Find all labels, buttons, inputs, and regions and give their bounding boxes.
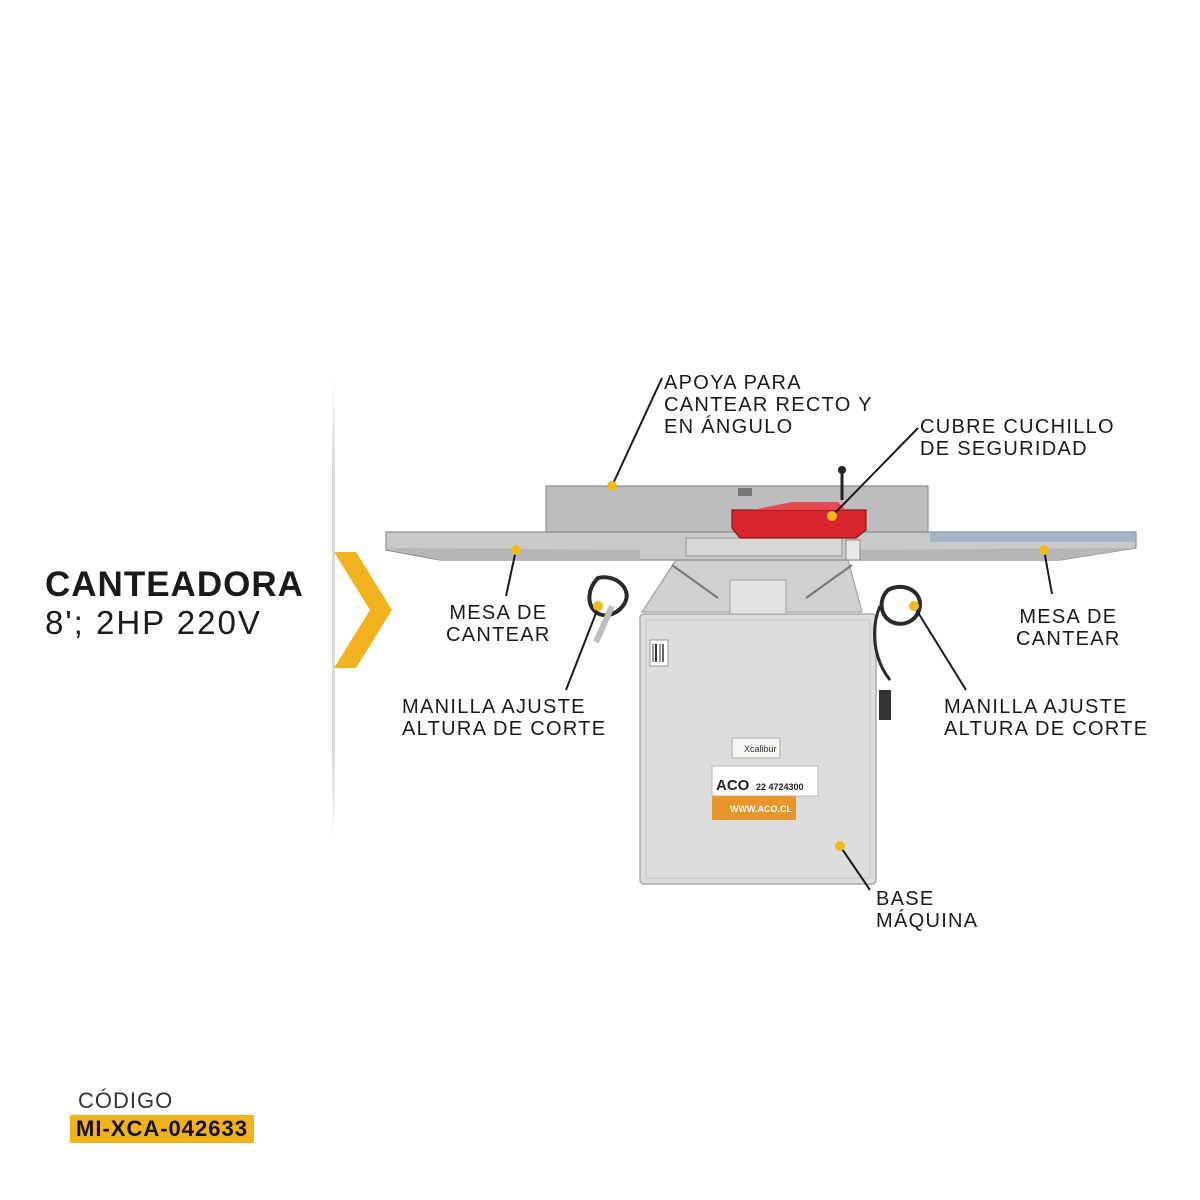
callout-handle-left: MANILLA AJUSTE ALTURA DE CORTE <box>402 696 607 740</box>
dealer-website-text: WWW.ACO.CL <box>730 804 792 814</box>
dealer-phone-text: 22 4724300 <box>756 782 804 792</box>
brand-sticker <box>731 737 781 759</box>
callout-dot-icon <box>909 601 919 611</box>
barcode-sticker-icon <box>649 639 669 667</box>
blade-guard <box>731 509 867 539</box>
callout-dot-icon <box>607 481 617 491</box>
product-title: CANTEADORA <box>45 565 304 604</box>
jointer-machine <box>385 466 1137 885</box>
callout-dot-icon <box>1039 545 1049 555</box>
left-height-handle <box>587 575 629 644</box>
callout-fence: APOYA PARA CANTEAR RECTO Y EN ÁNGULO <box>664 372 873 438</box>
callout-leaders <box>505 377 1053 891</box>
callout-dot-icon <box>835 841 845 851</box>
brand-sticker-text: Xcalibur <box>744 744 777 754</box>
callout-dots <box>511 481 1049 851</box>
code-label: CÓDIGO <box>78 1088 174 1113</box>
callout-base: BASE MÁQUINA <box>876 888 979 932</box>
code-value: MI-XCA-042633 <box>70 1115 254 1143</box>
callout-dot-icon <box>827 511 837 521</box>
callout-dot-icon <box>511 545 521 555</box>
callout-table-left: MESA DE CANTEAR <box>446 602 551 646</box>
callout-dot-icon <box>593 601 603 611</box>
chevron-right-icon <box>334 552 392 668</box>
callout-handle-right: MANILLA AJUSTE ALTURA DE CORTE <box>944 696 1149 740</box>
website-sticker <box>712 796 796 820</box>
callout-table-right: MESA DE CANTEAR <box>1016 606 1121 650</box>
dealer-logo-text: ACO <box>716 777 750 794</box>
power-switch-icon <box>879 690 891 720</box>
callout-guard: CUBRE CUCHILLO DE SEGURIDAD <box>920 416 1115 460</box>
vertical-divider <box>332 380 335 840</box>
product-subtitle: 8'; 2HP 220V <box>45 604 262 641</box>
right-height-handle <box>873 584 923 681</box>
